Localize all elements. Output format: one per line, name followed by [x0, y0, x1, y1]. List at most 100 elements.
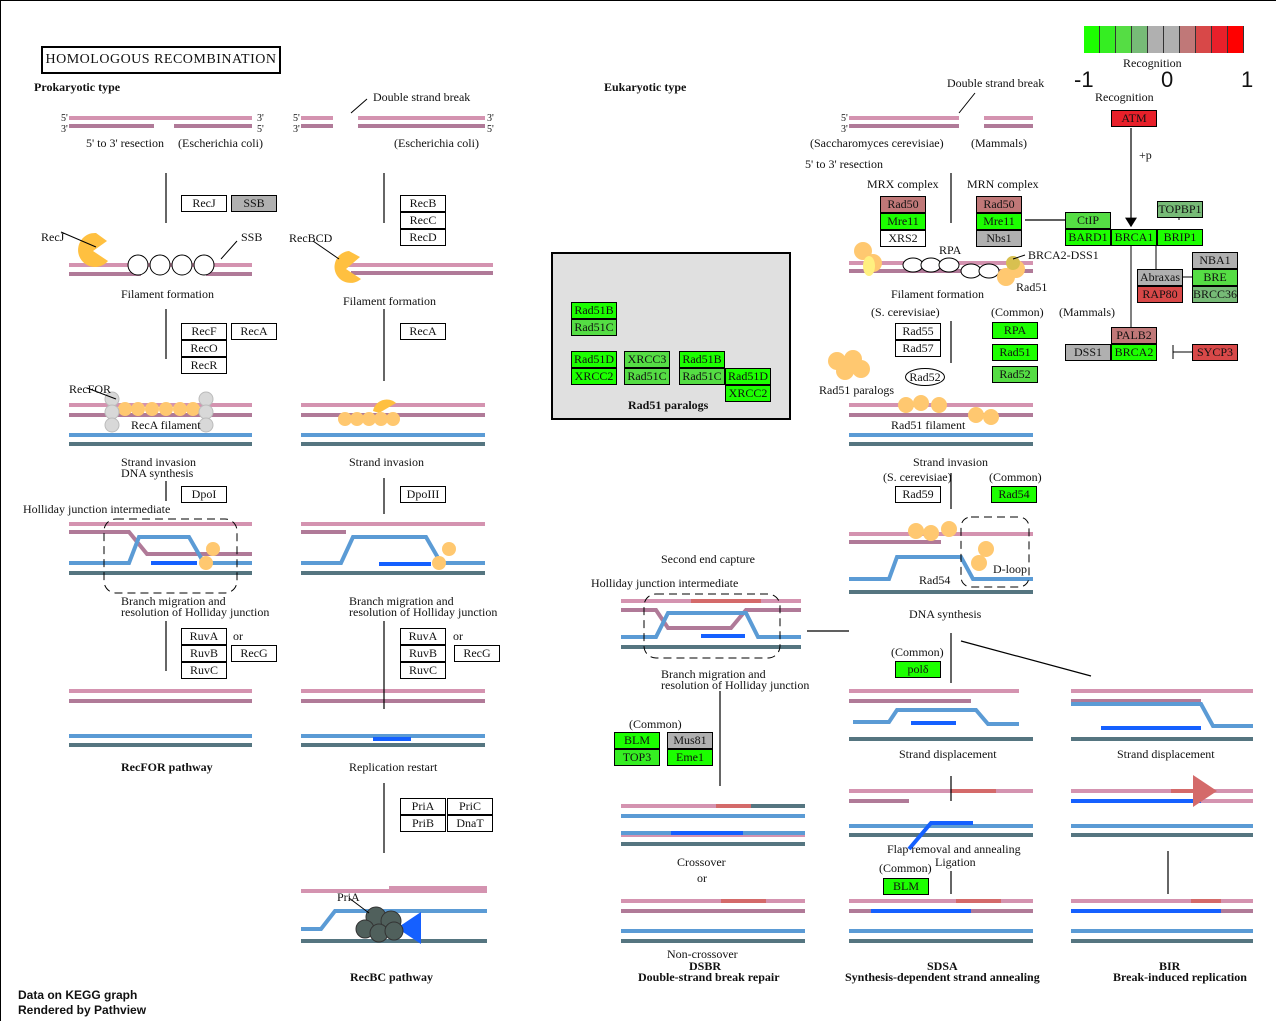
label: Rad51 paralogs	[628, 398, 709, 412]
gene-box-reca[interactable]: RecA	[231, 323, 277, 340]
gene-box-rad50[interactable]: Rad50	[976, 196, 1022, 213]
gene-box-prib[interactable]: PriB	[400, 815, 446, 832]
label: 3'	[487, 113, 494, 124]
label: BRCA2-DSS1	[1028, 248, 1099, 262]
label: (Common)	[991, 305, 1044, 319]
gene-box-mre11[interactable]: Mre11	[976, 213, 1022, 230]
rad52-node: Rad52	[905, 368, 945, 386]
gene-box-palb2[interactable]: PALB2	[1111, 327, 1157, 344]
gene-box-rad51b[interactable]: Rad51B	[571, 302, 617, 319]
gene-box-xrs2[interactable]: XRS2	[880, 230, 926, 247]
label: 3'	[293, 124, 300, 135]
gene-box-rad59[interactable]: Rad59	[895, 486, 941, 503]
footer-renderer: Rendered by Pathview	[18, 1003, 147, 1017]
gene-box-pric[interactable]: PriC	[447, 798, 493, 815]
gene-box-nba1[interactable]: NBA1	[1192, 252, 1238, 269]
gene-box-recc[interactable]: RecC	[400, 212, 446, 229]
section-eukaryotic: Eukaryotic type	[604, 80, 687, 94]
gene-box-dpoiii[interactable]: DpoIII	[400, 486, 446, 503]
gene-box-rad54[interactable]: Rad54	[991, 486, 1037, 503]
gene-box-dnat[interactable]: DnaT	[447, 815, 493, 832]
label: Double strand break	[373, 90, 471, 104]
gene-box-rad50[interactable]: Rad50	[880, 196, 926, 213]
gene-box-rad55[interactable]: Rad55	[895, 323, 941, 340]
gene-box-reca[interactable]: RecA	[400, 323, 446, 340]
legend-max: 1	[1241, 67, 1254, 92]
gene-box-recg[interactable]: RecG	[454, 645, 500, 662]
legend-cell	[1180, 26, 1196, 53]
label: Holliday junction intermediate	[591, 576, 739, 590]
gene-box-recj[interactable]: RecJ	[181, 195, 227, 212]
gene-box-rad51d[interactable]: Rad51D	[571, 351, 617, 368]
gene-box-mre11[interactable]: Mre11	[880, 213, 926, 230]
gene-box-ruvb[interactable]: RuvB	[181, 645, 227, 662]
gene-box-recd[interactable]: RecD	[400, 229, 446, 246]
label: MRX complex	[867, 177, 939, 191]
legend-mid: 0	[1161, 67, 1174, 92]
gene-box-ruvb[interactable]: RuvB	[400, 645, 446, 662]
label: Ligation	[935, 855, 976, 869]
gene-box-dpoi[interactable]: DpoI	[181, 486, 227, 503]
label: +p	[1139, 148, 1152, 162]
label: Strand displacement	[899, 747, 997, 761]
gene-box-recg[interactable]: RecG	[231, 645, 277, 662]
label: 3'	[841, 124, 848, 135]
label: (Mammals)	[1059, 305, 1115, 319]
gene-box-mus81[interactable]: Mus81	[667, 732, 713, 749]
gene-box-ssb[interactable]: SSB	[231, 195, 277, 212]
label: Holliday junction intermediate	[23, 502, 171, 516]
label: RecA filament	[131, 418, 201, 432]
gene-box-nbs1[interactable]: Nbs1	[976, 230, 1022, 247]
gene-box-reco[interactable]: RecO	[181, 340, 227, 357]
gene-box-rad51c[interactable]: Rad51C	[571, 319, 617, 336]
gene-box-rad52[interactable]: Rad52	[992, 366, 1038, 383]
label: SSB	[241, 230, 263, 244]
label: DNA synthesis	[909, 607, 982, 621]
gene-box-rad51c[interactable]: Rad51C	[679, 368, 725, 385]
label: (Saccharomyces cerevisiae)	[810, 136, 944, 150]
gene-box-pria[interactable]: PriA	[400, 798, 446, 815]
gene-box-bard1[interactable]: BARD1	[1065, 229, 1111, 246]
gene-box-xrcc2[interactable]: XRCC2	[725, 385, 771, 402]
gene-box-brip1[interactable]: BRIP1	[1157, 229, 1203, 246]
gene-box-rad51[interactable]: Rad51	[992, 344, 1038, 361]
pathway-title: DSBR	[689, 959, 722, 973]
label: Recognition	[1095, 90, 1154, 104]
gene-box-recb[interactable]: RecB	[400, 195, 446, 212]
label: (Common)	[629, 717, 682, 731]
gene-box-pold[interactable]: polδ	[895, 661, 941, 678]
gene-box-ruva[interactable]: RuvA	[400, 628, 446, 645]
section-prokaryotic: Prokaryotic type	[34, 80, 121, 94]
gene-box-recr[interactable]: RecR	[181, 357, 227, 374]
gene-box-rad51b[interactable]: Rad51B	[679, 351, 725, 368]
gene-box-recf[interactable]: RecF	[181, 323, 227, 340]
gene-box-rad51d[interactable]: Rad51D	[725, 368, 771, 385]
gene-box-brca1[interactable]: BRCA1	[1111, 229, 1157, 246]
gene-box-dss1[interactable]: DSS1	[1065, 344, 1111, 361]
gene-box-ruvc[interactable]: RuvC	[181, 662, 227, 679]
gene-box-rpa[interactable]: RPA	[992, 322, 1038, 339]
gene-box-rad57[interactable]: Rad57	[895, 340, 941, 357]
legend-cell	[1116, 26, 1132, 53]
gene-box-xrcc2[interactable]: XRCC2	[571, 368, 617, 385]
label: Strand invasion	[121, 455, 196, 469]
gene-box-brca2[interactable]: BRCA2	[1111, 344, 1157, 361]
gene-box-top3[interactable]: TOP3	[614, 749, 660, 766]
gene-box-blm[interactable]: BLM	[614, 732, 660, 749]
gene-box-blm[interactable]: BLM	[883, 878, 929, 895]
gene-box-xrcc3[interactable]: XRCC3	[624, 351, 670, 368]
gene-box-rad51c[interactable]: Rad51C	[624, 368, 670, 385]
gene-box-ctip[interactable]: CtIP	[1065, 212, 1111, 229]
gene-box-rap80[interactable]: RAP80	[1137, 286, 1183, 303]
label: MRN complex	[967, 177, 1039, 191]
page-title: HOMOLOGOUS RECOMBINATION	[41, 46, 281, 74]
gene-box-bre[interactable]: BRE	[1192, 269, 1238, 286]
gene-box-sycp3[interactable]: SYCP3	[1192, 344, 1238, 361]
gene-box-ruva[interactable]: RuvA	[181, 628, 227, 645]
gene-box-eme1[interactable]: Eme1	[667, 749, 713, 766]
gene-box-ruvc[interactable]: RuvC	[400, 662, 446, 679]
gene-box-topbp1[interactable]: TOPBP1	[1157, 201, 1203, 218]
gene-box-abraxas[interactable]: Abraxas	[1137, 269, 1183, 286]
gene-box-atm[interactable]: ATM	[1111, 110, 1157, 127]
gene-box-brcc36[interactable]: BRCC36	[1192, 286, 1238, 303]
